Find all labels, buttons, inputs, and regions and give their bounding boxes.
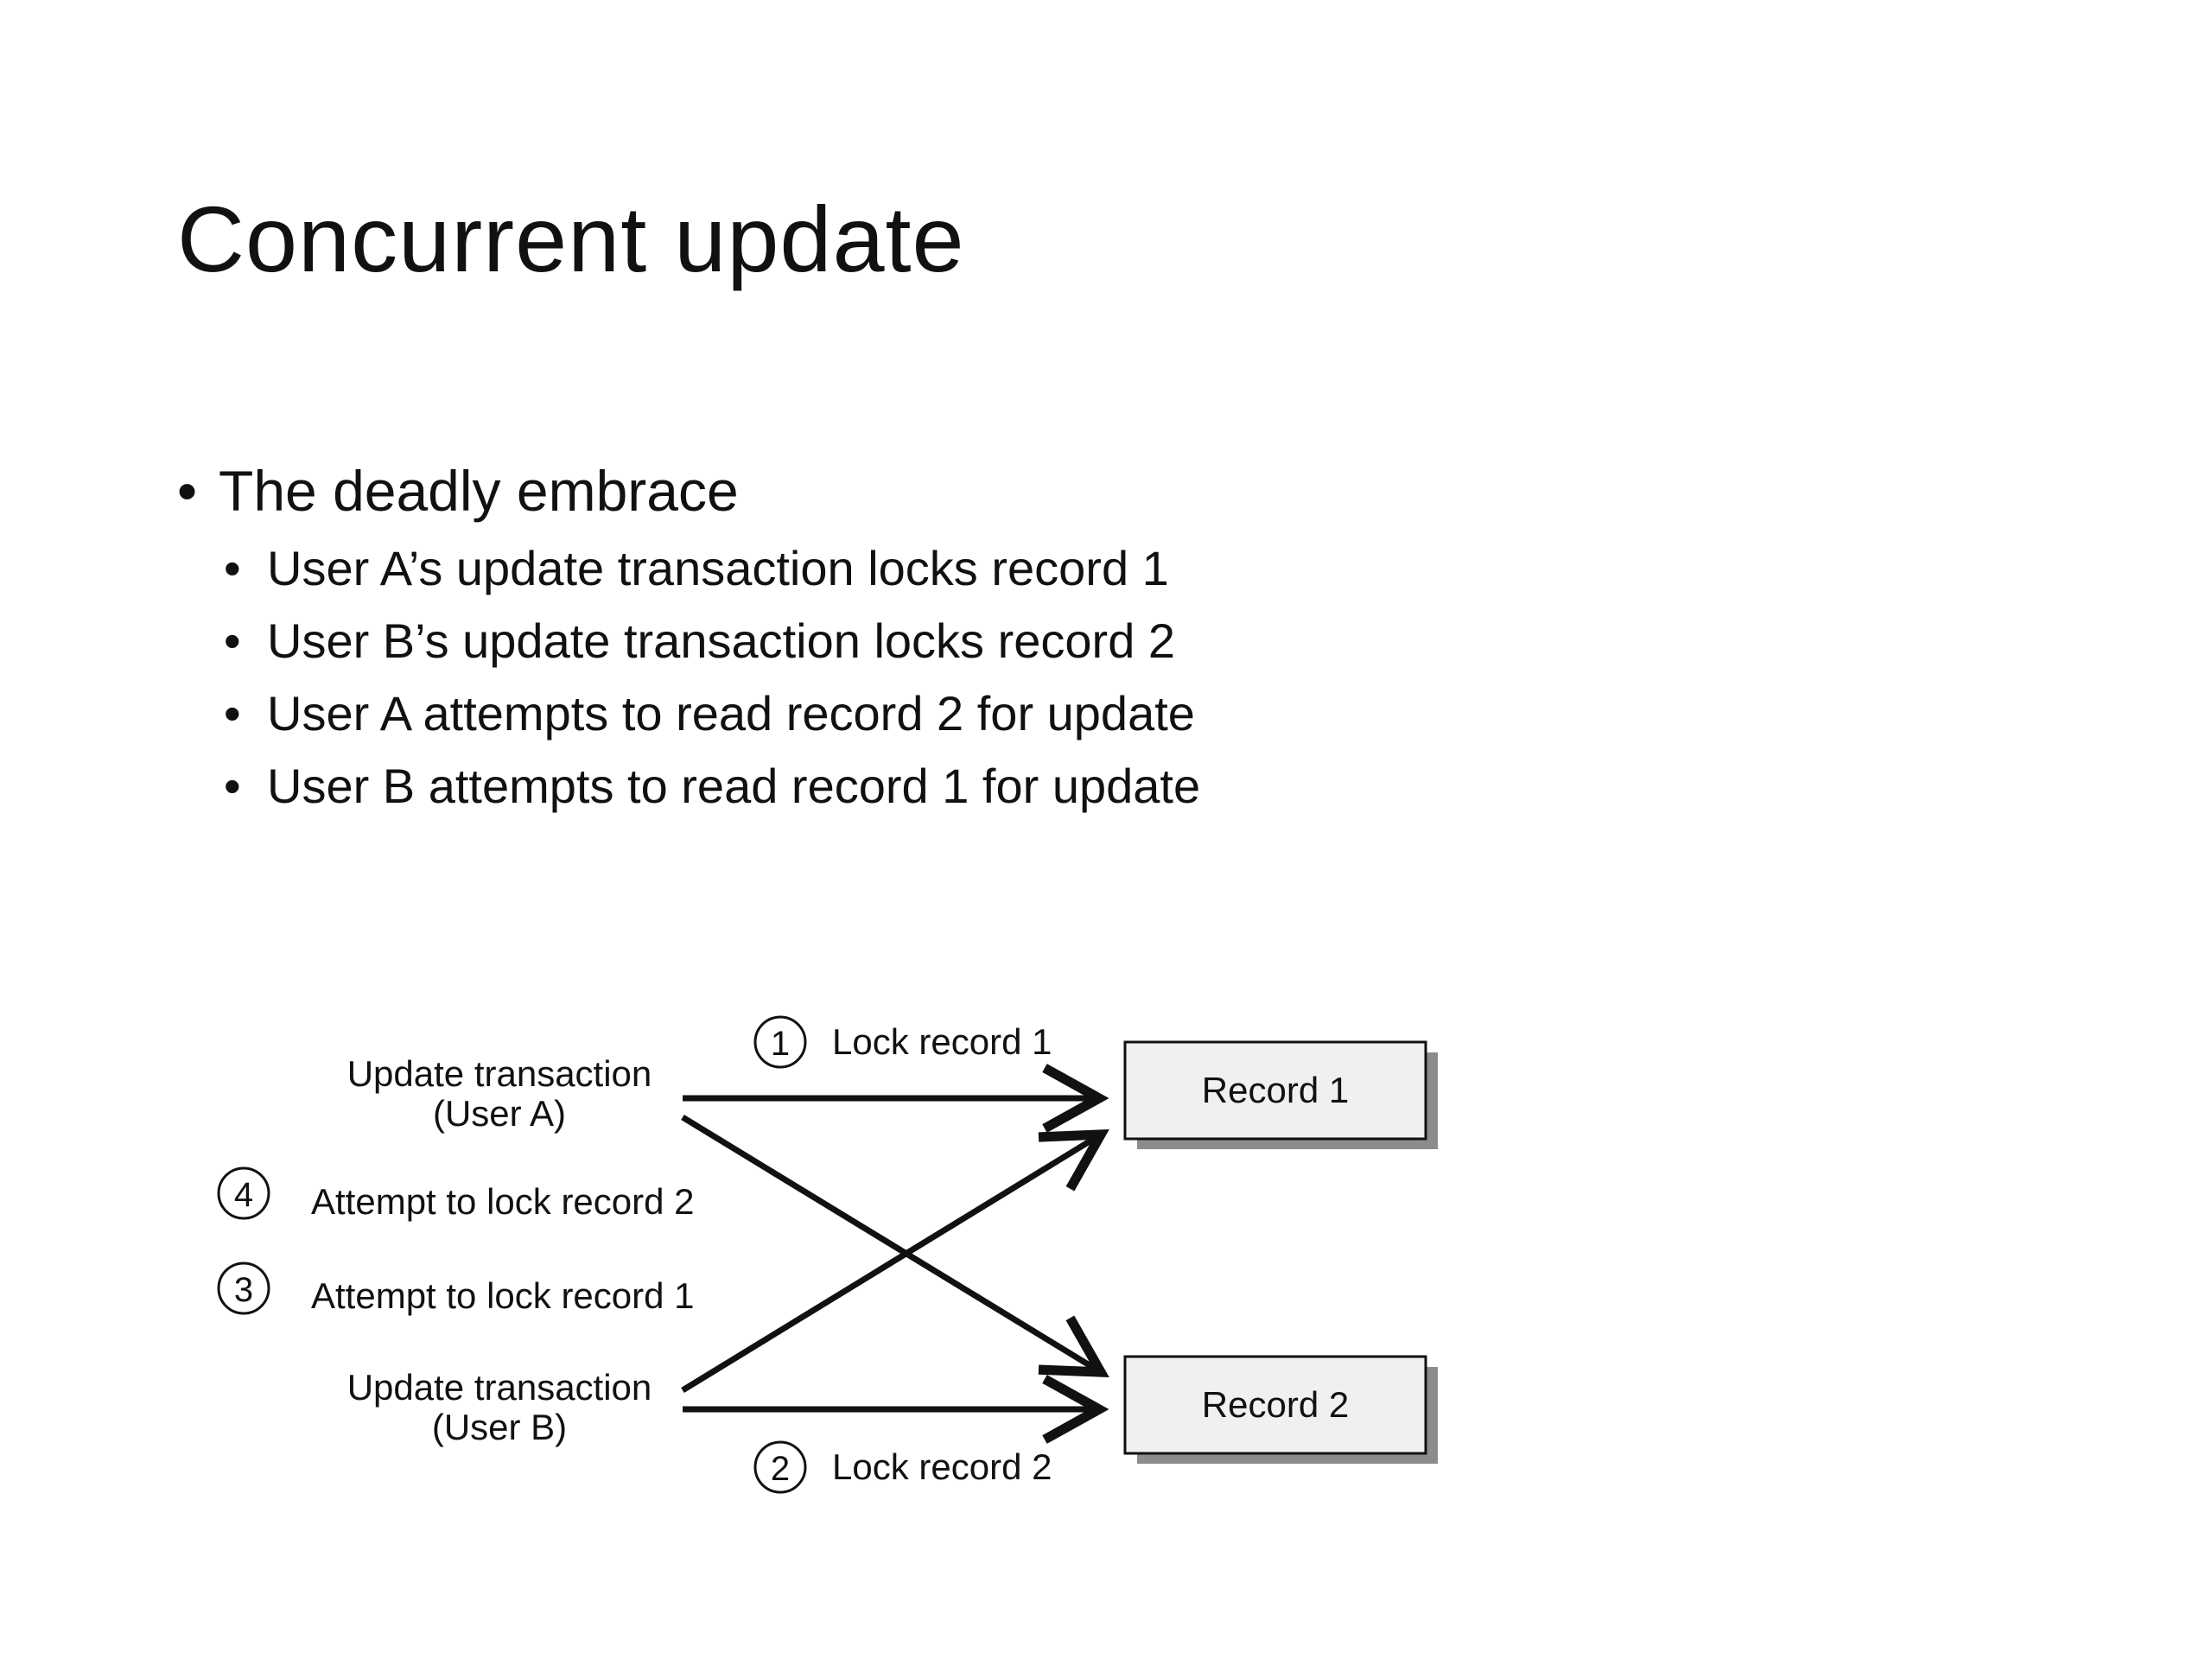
step-1-circle [753, 1015, 807, 1069]
step-1-label: Lock record 1 [832, 1021, 1052, 1062]
record-1-label: Record 1 [1202, 1070, 1349, 1110]
user-b-label-line1: Update transaction [347, 1367, 652, 1408]
slide-title: Concurrent update [177, 187, 965, 291]
user-a-label-line1: Update transaction [347, 1053, 652, 1094]
user-b-label-line2: (User B) [432, 1407, 567, 1447]
step-3-number: 3 [234, 1271, 253, 1309]
user-a-label-line2: (User A) [433, 1093, 566, 1134]
arrow-a-attempts-record-2 [681, 1115, 1109, 1378]
step-2-circle [753, 1440, 807, 1494]
main-bullet-text: The deadly embrace [219, 459, 739, 523]
step-4-label: Attempt to lock record 2 [311, 1181, 695, 1222]
step-4-number: 4 [234, 1176, 253, 1214]
sub-bullet-4: User B attempts to read record 1 for upd… [224, 750, 1200, 823]
step-1-number: 1 [771, 1025, 790, 1063]
main-bullet: The deadly embrace [177, 449, 1200, 532]
step-3-label: Attempt to lock record 1 [311, 1275, 695, 1316]
sub-bullet-group: User A’s update transaction locks record… [177, 532, 1200, 823]
sub-bullet-list: User A’s update transaction locks record… [177, 532, 1200, 823]
arrow-b-attempts-record-1 [681, 1128, 1109, 1393]
record-2-box [1123, 1355, 1427, 1455]
step-4-circle [217, 1166, 270, 1220]
sub-bullet-1: User A’s update transaction locks record… [224, 532, 1200, 605]
step-2-label: Lock record 2 [832, 1446, 1052, 1487]
record-1-box [1123, 1040, 1427, 1141]
step-2-number: 2 [771, 1450, 790, 1488]
sub-bullet-2: User B’s update transaction locks record… [224, 605, 1200, 677]
sub-bullet-3: User A attempts to read record 2 for upd… [224, 677, 1200, 750]
record-2-label: Record 2 [1202, 1384, 1349, 1425]
bullet-list: The deadly embrace User A’s update trans… [177, 449, 1200, 823]
step-3-circle [217, 1262, 270, 1315]
